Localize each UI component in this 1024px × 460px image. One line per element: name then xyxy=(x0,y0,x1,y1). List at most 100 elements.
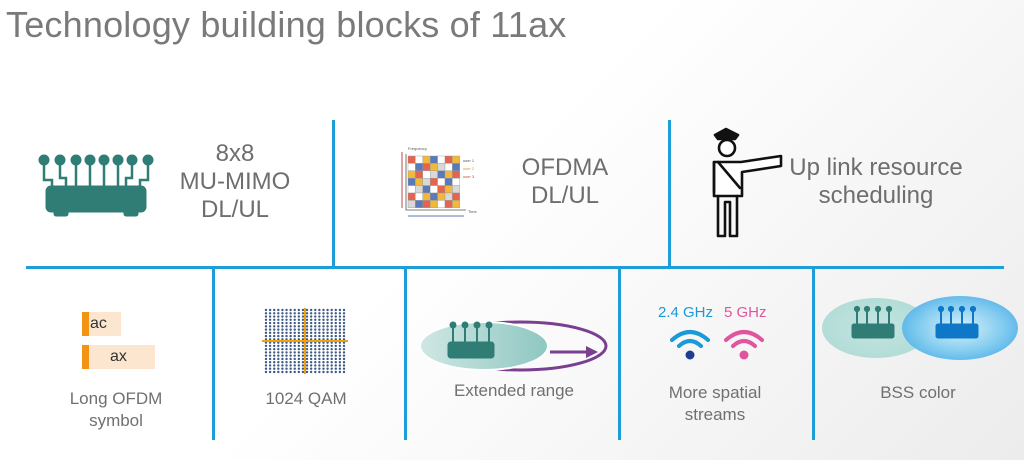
horizontal-divider xyxy=(26,266,1004,269)
qam-point xyxy=(297,361,301,364)
qam-point xyxy=(289,354,292,357)
qam-point xyxy=(301,341,305,344)
ofdma-axis-label-time: Time xyxy=(468,209,477,214)
qam-point xyxy=(289,370,292,374)
qam-point xyxy=(326,341,329,344)
ofdma-resource-cell xyxy=(415,170,423,179)
extended-range-icon xyxy=(419,320,608,372)
qam-point xyxy=(309,334,313,338)
qam-point xyxy=(281,347,284,351)
qam-point xyxy=(289,361,292,364)
qam-point xyxy=(268,338,272,341)
qam-point xyxy=(309,370,313,374)
qam-point xyxy=(318,347,321,351)
qam-point xyxy=(334,315,337,318)
qam-point xyxy=(277,321,280,325)
qam-point xyxy=(268,347,272,351)
qam-point xyxy=(285,354,288,357)
ac-bar-label: ac xyxy=(90,315,107,332)
qam-point xyxy=(277,364,280,367)
qam-point xyxy=(326,328,329,331)
qam-point xyxy=(264,347,268,351)
qam-point xyxy=(322,318,325,321)
ofdma-resource-cell xyxy=(430,155,438,164)
qam-point xyxy=(314,308,317,312)
qam-point xyxy=(309,341,313,344)
qam-point xyxy=(297,328,301,331)
qam-point xyxy=(326,347,329,351)
qam-point xyxy=(305,334,309,338)
qam-point xyxy=(264,321,268,325)
qam-point xyxy=(342,312,346,315)
mu-mimo-router-icon xyxy=(38,154,154,217)
ax-bar-label: ax xyxy=(110,348,127,365)
qam-point xyxy=(273,344,276,348)
vertical-divider-top-1 xyxy=(332,120,335,266)
qam-point xyxy=(326,325,329,328)
qam-point xyxy=(338,367,342,370)
ofdma-resource-cell xyxy=(437,155,446,164)
ofdma-resource-cell xyxy=(444,163,453,171)
qam-point xyxy=(273,308,276,312)
qam-point xyxy=(293,318,296,321)
ofdma-resource-cell xyxy=(437,192,446,201)
qam-point xyxy=(264,338,268,341)
qam-point xyxy=(293,338,296,341)
qam-point xyxy=(322,308,325,312)
qam-point xyxy=(293,351,296,354)
qam-point xyxy=(264,328,268,331)
qam-point xyxy=(289,347,292,351)
qam-point xyxy=(305,331,309,335)
ofdma-resource-cell xyxy=(430,170,438,179)
qam-point xyxy=(326,357,329,361)
qam-point xyxy=(293,321,296,325)
qam-point xyxy=(314,325,317,328)
vertical-divider-bottom-1 xyxy=(212,268,215,440)
qam-point xyxy=(277,308,280,312)
qam-point xyxy=(314,334,317,338)
qam-point xyxy=(285,367,288,370)
qam-point xyxy=(305,344,309,348)
qam-point xyxy=(301,312,305,315)
qam-point xyxy=(285,341,288,344)
qam-point xyxy=(309,344,313,348)
qam-point xyxy=(318,315,321,318)
qam-point xyxy=(326,351,329,354)
qam-point xyxy=(305,357,309,361)
ofdma-resource-cell xyxy=(415,155,423,164)
qam-point xyxy=(309,325,313,328)
qam-point xyxy=(342,315,346,318)
qam-point xyxy=(314,312,317,315)
qam-point xyxy=(277,370,280,374)
qam-point xyxy=(342,344,346,348)
qam-point xyxy=(301,361,305,364)
qam-point xyxy=(293,344,296,348)
ofdma-resource-cell xyxy=(422,178,431,186)
ofdma-resource-cell xyxy=(452,178,461,186)
ofdma-resource-cell xyxy=(407,185,416,194)
qam-point xyxy=(309,328,313,331)
qam-point xyxy=(330,370,333,374)
qam-point xyxy=(326,354,329,357)
qam-point xyxy=(285,357,288,361)
qam-point xyxy=(273,357,276,361)
qam-point xyxy=(264,354,268,357)
qam-point xyxy=(318,341,321,344)
qam-point xyxy=(305,325,309,328)
ofdma-resource-cell xyxy=(407,155,416,164)
qam-point xyxy=(281,370,284,374)
qam-point xyxy=(285,334,288,338)
qam-point xyxy=(301,315,305,318)
qam-point xyxy=(314,328,317,331)
qam-point xyxy=(301,351,305,354)
ofdma-resource-cell xyxy=(444,192,453,201)
qam-point xyxy=(330,315,333,318)
qam-point xyxy=(293,328,296,331)
qam-point xyxy=(297,357,301,361)
qam-label: 1024 QAM xyxy=(265,389,347,408)
qam-point xyxy=(342,321,346,325)
qam-point xyxy=(264,331,268,335)
bss-color-label: BSS color xyxy=(880,383,956,402)
ofdma-resource-cell xyxy=(452,155,461,164)
qam-point xyxy=(297,370,301,374)
